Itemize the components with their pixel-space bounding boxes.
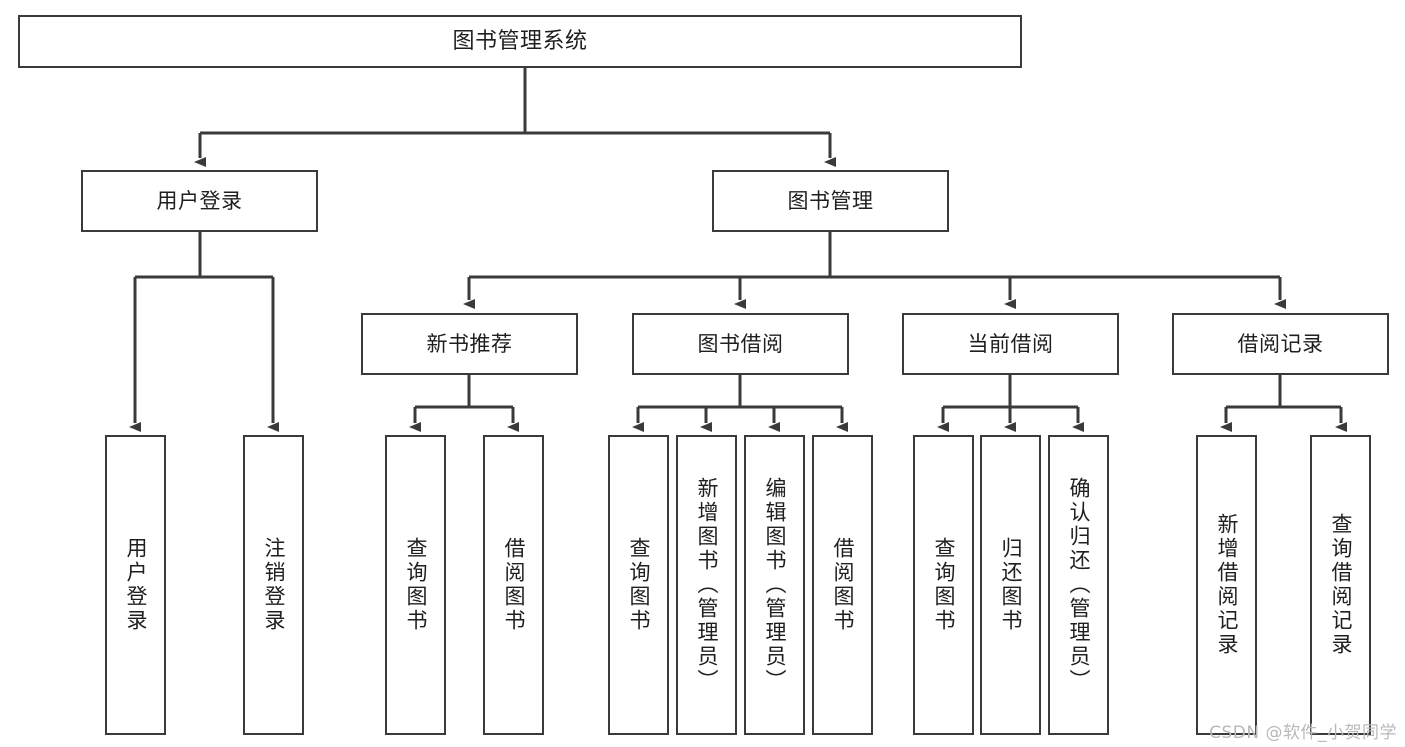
leaf-current-confirm-return-admin[interactable]: 确认归还（管理员）: [1048, 435, 1109, 735]
node-label: 归还图书: [999, 537, 1023, 633]
node-label: 新书推荐: [426, 331, 513, 356]
node-book-management[interactable]: 图书管理: [712, 170, 949, 232]
node-label: 注销登录: [262, 537, 286, 633]
node-label: 图书管理系统: [452, 28, 588, 54]
node-label: 用户登录: [124, 537, 148, 633]
leaf-borrow-query-book[interactable]: 查询图书: [608, 435, 669, 735]
node-label: 用户登录: [156, 188, 243, 213]
leaf-user-login-logout[interactable]: 注销登录: [243, 435, 304, 735]
leaf-borrow-borrow-book[interactable]: 借阅图书: [812, 435, 873, 735]
node-label: 借阅记录: [1237, 331, 1324, 356]
leaf-recommend-borrow-book[interactable]: 借阅图书: [483, 435, 544, 735]
leaf-record-add-record[interactable]: 新增借阅记录: [1196, 435, 1257, 735]
node-label: 查询图书: [627, 537, 651, 633]
node-current-borrow[interactable]: 当前借阅: [902, 313, 1119, 375]
leaf-borrow-edit-book-admin[interactable]: 编辑图书（管理员）: [744, 435, 805, 735]
node-label: 新增图书（管理员）: [695, 477, 719, 693]
node-borrow-record[interactable]: 借阅记录: [1172, 313, 1389, 375]
node-new-book-recommend[interactable]: 新书推荐: [361, 313, 578, 375]
leaf-recommend-query-book[interactable]: 查询图书: [385, 435, 446, 735]
node-label: 查询图书: [404, 537, 428, 633]
node-label: 借阅图书: [831, 537, 855, 633]
node-label: 当前借阅: [967, 331, 1054, 356]
node-label: 查询图书: [932, 537, 956, 633]
node-label: 新增借阅记录: [1215, 513, 1239, 657]
leaf-user-login-login[interactable]: 用户登录: [105, 435, 166, 735]
node-label: 编辑图书（管理员）: [763, 477, 787, 693]
leaf-current-query-book[interactable]: 查询图书: [913, 435, 974, 735]
node-label: 图书借阅: [697, 331, 784, 356]
node-user-login[interactable]: 用户登录: [81, 170, 318, 232]
leaf-record-query-record[interactable]: 查询借阅记录: [1310, 435, 1371, 735]
node-label: 图书管理: [787, 188, 874, 213]
leaf-borrow-add-book-admin[interactable]: 新增图书（管理员）: [676, 435, 737, 735]
node-label: 查询借阅记录: [1329, 513, 1353, 657]
node-label: 借阅图书: [502, 537, 526, 633]
watermark: CSDN @软件_小贺同学: [1209, 723, 1397, 743]
leaf-current-return-book[interactable]: 归还图书: [980, 435, 1041, 735]
node-book-borrow[interactable]: 图书借阅: [632, 313, 849, 375]
node-root-system[interactable]: 图书管理系统: [18, 15, 1022, 68]
node-label: 确认归还（管理员）: [1067, 477, 1091, 693]
